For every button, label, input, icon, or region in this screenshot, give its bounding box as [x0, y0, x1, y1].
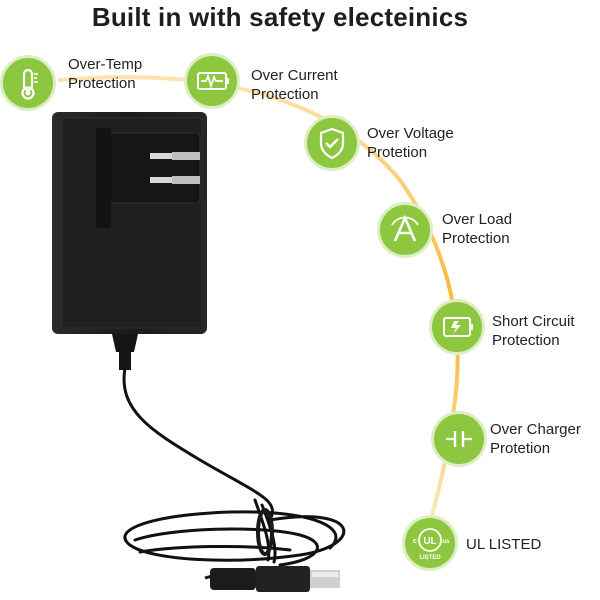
shield-check-icon — [307, 118, 357, 168]
power-adapter — [52, 112, 207, 370]
svg-text:UL: UL — [423, 536, 436, 547]
current-wave-icon — [187, 56, 237, 106]
barrel-connector — [204, 566, 340, 592]
feature-label-ul-listed: UL LISTED — [466, 536, 542, 553]
svg-text:LISTED: LISTED — [419, 555, 441, 561]
page-title: Built in with safety electeinics — [91, 2, 469, 32]
charger-icon — [434, 414, 484, 464]
power-cable — [122, 366, 346, 567]
cable-tie — [256, 508, 274, 556]
load-a-icon — [380, 205, 430, 255]
short-circuit-icon — [432, 302, 482, 352]
ul-listed-icon: UL c us LISTED — [405, 518, 455, 568]
svg-text:us: us — [442, 539, 450, 545]
svg-text:c: c — [413, 538, 417, 545]
thermometer-icon — [3, 58, 53, 108]
